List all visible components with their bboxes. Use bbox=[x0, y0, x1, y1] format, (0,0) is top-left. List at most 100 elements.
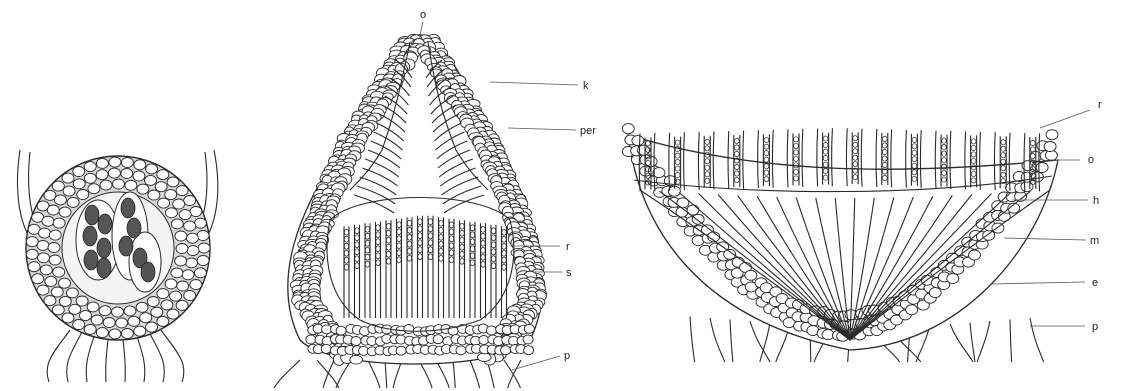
wall-cell bbox=[501, 346, 511, 355]
wall-cell bbox=[62, 313, 74, 323]
ascospore bbox=[942, 151, 947, 156]
ascospore bbox=[794, 156, 799, 161]
wall-cell bbox=[190, 280, 202, 290]
perithecium-figure: o k per r s p bbox=[274, 9, 596, 388]
wall-cell bbox=[45, 276, 57, 286]
ascospore bbox=[764, 144, 769, 149]
wall-cell bbox=[26, 237, 38, 247]
wall-cell bbox=[158, 198, 170, 208]
wall-cell bbox=[186, 258, 198, 268]
appendage-hypha bbox=[67, 330, 83, 382]
ascospore bbox=[823, 143, 828, 148]
wall-cell bbox=[155, 182, 167, 192]
paraphysis bbox=[965, 131, 966, 189]
wall-cell bbox=[128, 316, 140, 326]
paraphysis bbox=[876, 129, 877, 187]
ascospore bbox=[734, 138, 739, 143]
ascospore bbox=[942, 145, 947, 150]
wall-cell bbox=[26, 249, 38, 259]
cortex-cell bbox=[622, 124, 634, 134]
ascospore bbox=[1001, 146, 1006, 151]
wall-cell bbox=[91, 315, 103, 325]
leader-k bbox=[490, 82, 578, 85]
ascospore bbox=[971, 158, 976, 163]
wall-cell bbox=[49, 230, 61, 240]
ascospore bbox=[942, 138, 947, 143]
wall-cell bbox=[73, 179, 85, 189]
wall-cell bbox=[84, 173, 96, 183]
ascospore bbox=[794, 150, 799, 155]
wall-cell bbox=[51, 287, 63, 297]
wall-cell bbox=[167, 309, 179, 319]
wall-cell bbox=[80, 311, 92, 321]
wall-cell bbox=[157, 170, 169, 180]
wall-cell bbox=[54, 195, 66, 205]
wall-cell bbox=[87, 302, 99, 312]
rhizoid bbox=[750, 321, 770, 362]
wall-cell bbox=[321, 344, 331, 353]
cleistothecium-figure bbox=[17, 150, 217, 382]
ascospore bbox=[971, 139, 976, 144]
paraphysis bbox=[935, 131, 936, 189]
paraphysis bbox=[950, 131, 951, 189]
wall-cell bbox=[197, 256, 209, 266]
wall-cell bbox=[37, 240, 49, 250]
wall-cell bbox=[145, 175, 157, 185]
cortex-cell bbox=[1031, 172, 1043, 182]
wall-cell bbox=[42, 216, 54, 226]
leader-r bbox=[1040, 110, 1090, 128]
label-r: r bbox=[1098, 99, 1102, 111]
ascospore bbox=[84, 250, 98, 270]
wall-cell bbox=[73, 320, 85, 330]
wall-cell bbox=[176, 186, 188, 196]
wall-cell bbox=[396, 346, 406, 355]
wall-cell bbox=[125, 180, 137, 190]
label-p: p bbox=[1092, 321, 1098, 333]
wall-cell bbox=[113, 179, 125, 189]
wall-cell bbox=[176, 300, 188, 310]
wall-cell bbox=[47, 205, 59, 215]
paraphysis bbox=[832, 128, 833, 186]
wall-cell bbox=[84, 162, 96, 172]
wall-cell bbox=[28, 262, 40, 272]
wall-cell bbox=[350, 355, 363, 364]
label-o: o bbox=[420, 9, 426, 21]
paraphysis bbox=[861, 129, 862, 187]
wall-cell bbox=[96, 328, 108, 338]
ascospore bbox=[971, 145, 976, 150]
wall-cell bbox=[49, 255, 61, 265]
wall-cell bbox=[148, 190, 160, 200]
wall-cell bbox=[66, 288, 78, 298]
wall-cell bbox=[182, 270, 194, 280]
ascospore bbox=[853, 149, 858, 154]
wall-cell bbox=[433, 335, 443, 344]
cortex-cell bbox=[983, 230, 995, 240]
ascospore bbox=[1001, 153, 1006, 158]
wall-cell bbox=[166, 208, 178, 218]
label-h: h bbox=[1093, 195, 1099, 207]
wall-cell bbox=[116, 318, 128, 328]
ascospore bbox=[83, 226, 97, 246]
paraphysis bbox=[787, 129, 788, 187]
ascospore bbox=[882, 143, 887, 148]
ascospore bbox=[823, 136, 828, 141]
wall-cell bbox=[161, 300, 173, 310]
wall-cell bbox=[136, 302, 148, 312]
label-k: k bbox=[583, 80, 589, 92]
ascospore bbox=[882, 136, 887, 141]
ascospore bbox=[705, 139, 710, 144]
label-s: s bbox=[566, 267, 572, 279]
ascospore bbox=[823, 162, 828, 167]
ascospore bbox=[912, 144, 917, 149]
wall-cell bbox=[62, 173, 74, 183]
wall-cell bbox=[351, 337, 361, 346]
wall-cell bbox=[59, 278, 71, 288]
wall-cell bbox=[44, 296, 56, 306]
ascospore bbox=[794, 143, 799, 148]
wall-cell bbox=[175, 231, 187, 241]
appendage-hypha bbox=[148, 330, 164, 382]
wall-cell bbox=[179, 210, 191, 220]
paraphysis bbox=[980, 132, 981, 190]
wall-cell bbox=[523, 335, 533, 344]
cortex-cell bbox=[969, 250, 981, 260]
